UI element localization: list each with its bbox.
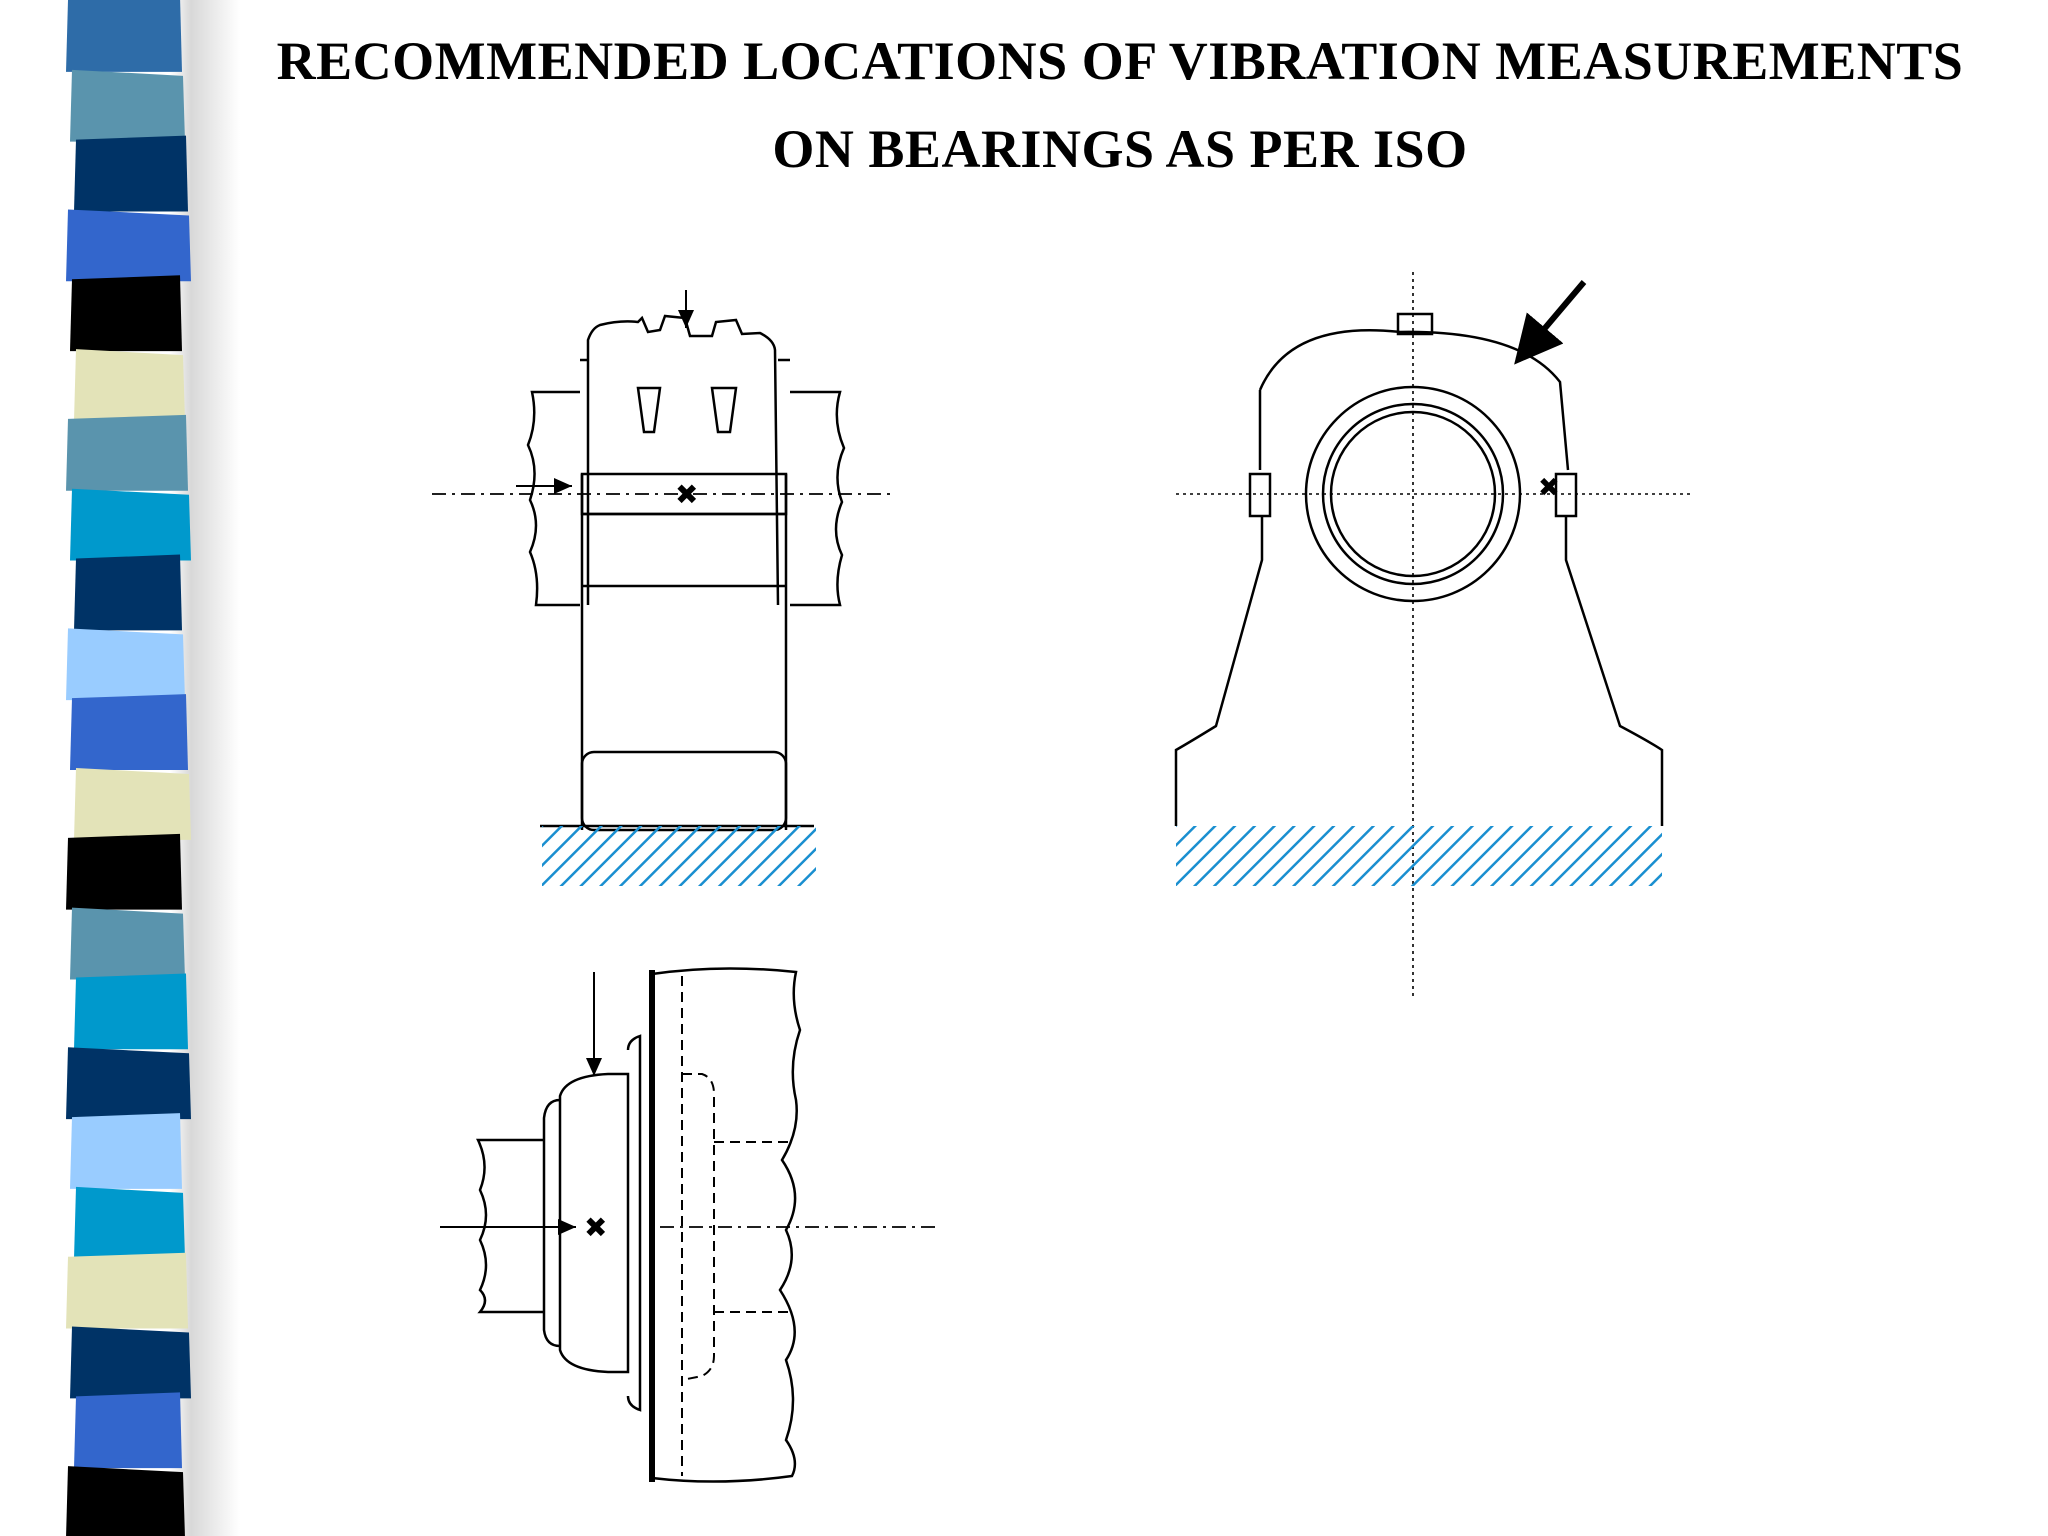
strip-band xyxy=(70,694,188,770)
pillow-block-bearing-front-view: ✖ xyxy=(1174,272,1690,1000)
measurement-point-marker: ✖ xyxy=(584,1211,607,1244)
strip-band xyxy=(70,488,191,561)
strip-band xyxy=(74,554,182,631)
strip-band xyxy=(70,907,185,980)
measurement-point-marker: ✖ xyxy=(1538,473,1560,503)
strip-band xyxy=(66,1466,185,1536)
diagonal-arrow xyxy=(1514,280,1587,365)
pillow-block-outline xyxy=(1174,312,1664,826)
slide-title-line-2: ON BEARINGS AS PER ISO xyxy=(772,119,1468,179)
strip-band xyxy=(74,349,185,421)
strip-band xyxy=(74,768,191,840)
strip-band xyxy=(66,0,182,72)
flange-bearing-side-view: ✖ xyxy=(440,967,940,1483)
decorative-side-strip xyxy=(66,0,240,1536)
strip-bands xyxy=(66,0,191,1536)
slide-title-line-1: RECOMMENDED LOCATIONS OF VIBRATION MEASU… xyxy=(276,31,1964,91)
strip-band xyxy=(66,1252,188,1329)
pedestal-outline xyxy=(526,314,846,832)
strip-band xyxy=(74,1186,185,1259)
measurement-point-marker: ✖ xyxy=(675,478,698,511)
pedestal-bearing-side-view: ✖ xyxy=(432,290,890,886)
hidden-lines xyxy=(681,976,790,1476)
strip-band xyxy=(74,1392,182,1469)
strip-band xyxy=(74,973,188,1050)
ground-hatch xyxy=(1176,826,1662,886)
strip-band xyxy=(66,833,182,910)
strip-band xyxy=(66,1047,191,1120)
strip-band xyxy=(66,628,185,701)
strip-band xyxy=(70,69,185,142)
ground-hatch xyxy=(542,826,816,886)
strip-band xyxy=(70,1113,182,1189)
strip-band xyxy=(70,275,182,352)
strip-band xyxy=(70,1326,191,1399)
flange-outline xyxy=(476,967,802,1483)
strip-band xyxy=(66,414,188,491)
strip-band xyxy=(66,209,191,282)
strip-band xyxy=(74,135,188,212)
